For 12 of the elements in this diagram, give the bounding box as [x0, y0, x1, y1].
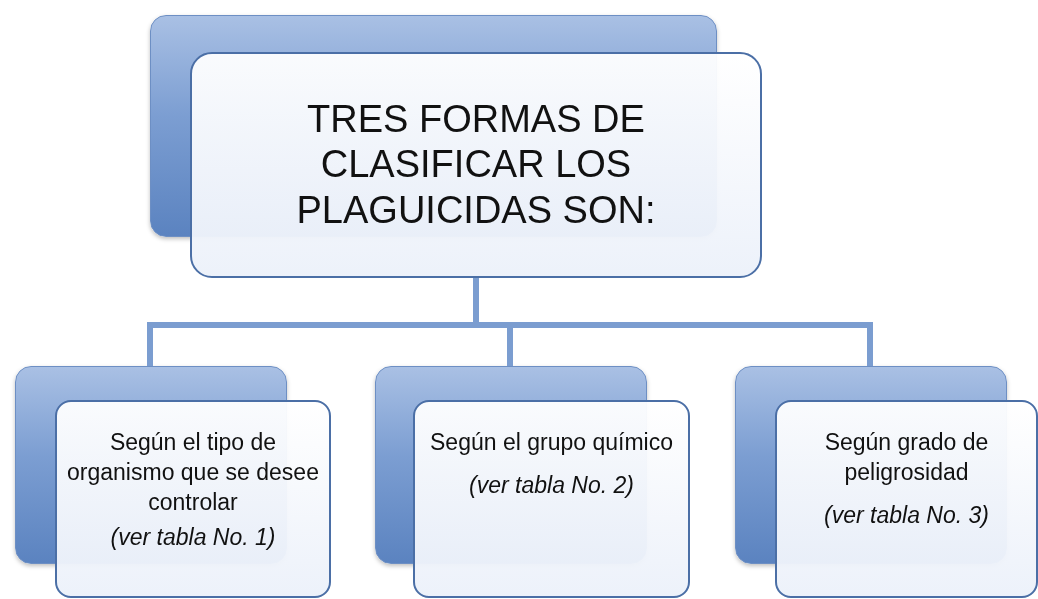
- process-box: [190, 52, 762, 278]
- reference-note: (ver tabla No. 1): [110, 523, 276, 551]
- process-box: [55, 400, 331, 598]
- reference-note: (ver tabla No. 3): [824, 501, 989, 529]
- process-box: [413, 400, 690, 598]
- box-text: Según el tipo de organismo que se desee controlar: [66, 428, 320, 517]
- process-box: [775, 400, 1038, 598]
- title-text: TRES FORMAS DE CLASIFICAR LOS PLAGUICIDAS SON:: [295, 96, 657, 233]
- connector-line: [473, 278, 873, 366]
- box-text: Según grado de peligrosidad: [823, 428, 990, 487]
- box-text: Según el grupo químico: [430, 428, 673, 457]
- reference-note: (ver tabla No. 2): [469, 471, 634, 499]
